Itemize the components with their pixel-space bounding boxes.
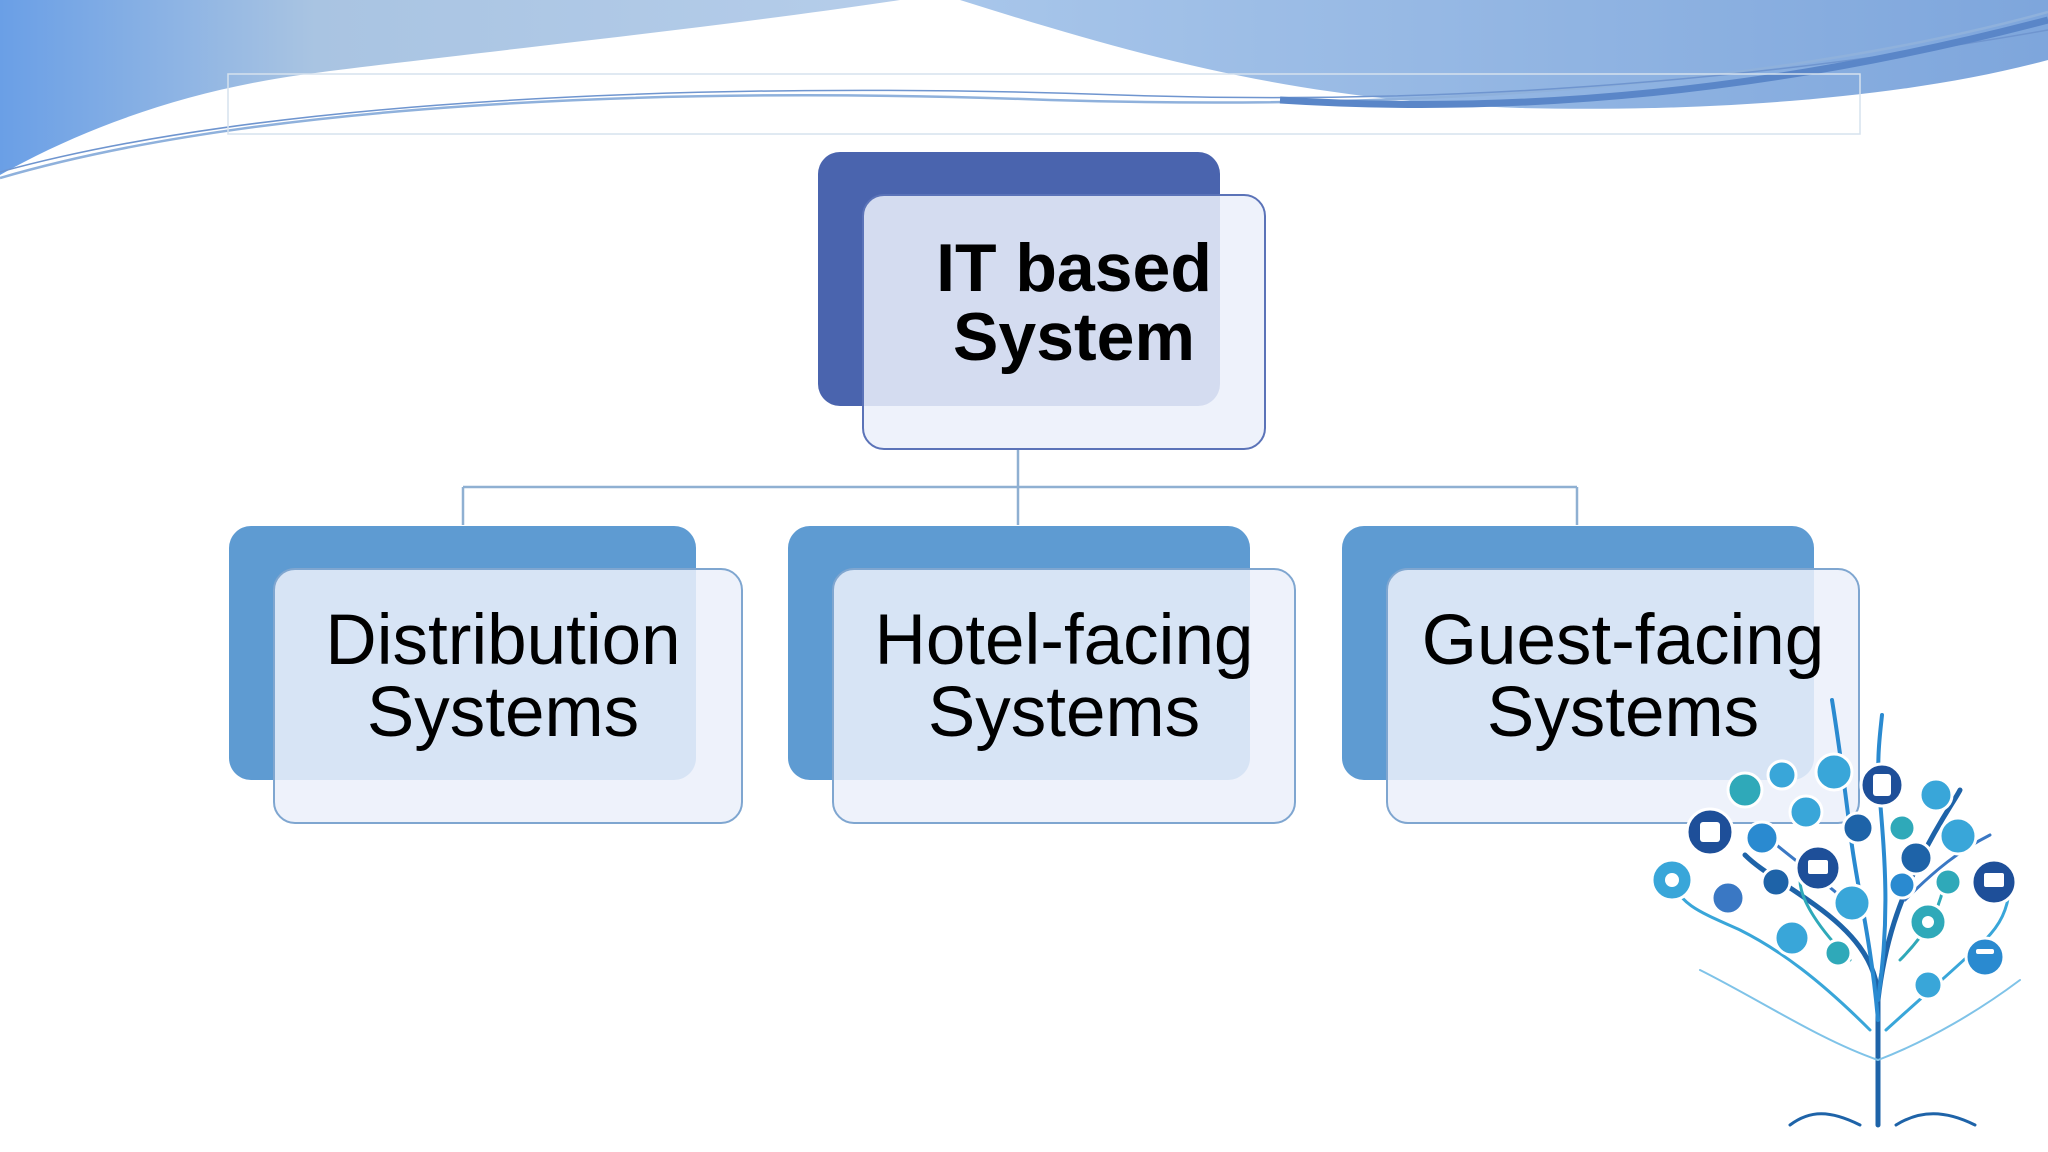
- node-front-panel: Hotel-facing Systems: [832, 568, 1296, 824]
- node-label-line-1: IT based: [936, 229, 1212, 306]
- node-front-panel: Distribution Systems: [273, 568, 743, 824]
- node-label: IT based System: [936, 229, 1212, 375]
- node-label-line-2: Systems: [366, 673, 640, 752]
- node-label-line-2: Systems: [1486, 673, 1760, 752]
- wave-header-icon: [0, 0, 2048, 180]
- node-label-line-1: Guest-facing: [1421, 600, 1825, 680]
- node-label: Guest-facing Systems: [1421, 600, 1825, 752]
- node-label-line-1: Distribution: [325, 600, 681, 680]
- node-label-line-2: Systems: [927, 673, 1201, 752]
- node-label-line-1: Hotel-facing: [874, 600, 1254, 680]
- node-label-line-2: System: [953, 299, 1195, 375]
- node-label: Hotel-facing Systems: [874, 600, 1254, 752]
- node-front-panel: Guest-facing Systems: [1386, 568, 1860, 824]
- node-front-panel: IT based System: [862, 194, 1266, 450]
- node-label: Distribution Systems: [325, 600, 681, 752]
